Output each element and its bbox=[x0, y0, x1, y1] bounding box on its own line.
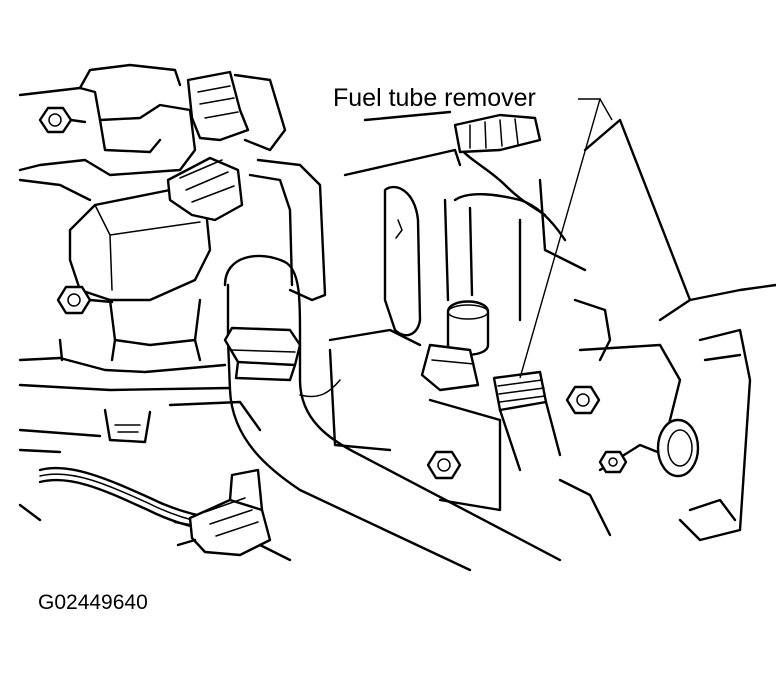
bolt-top-left bbox=[38, 106, 87, 134]
bolt-center bbox=[426, 450, 462, 480]
bracket-plate bbox=[383, 185, 422, 337]
right-engine-body bbox=[428, 118, 692, 537]
fuel-lines bbox=[443, 148, 567, 322]
bolt-left-mid bbox=[56, 285, 114, 315]
fuel-damper bbox=[420, 300, 490, 392]
center-duct bbox=[248, 110, 462, 452]
fuel-tube-remover-label: Fuel tube remover bbox=[333, 84, 536, 112]
wire-harness bbox=[38, 466, 217, 532]
callout-leader bbox=[519, 98, 613, 379]
right-round-port bbox=[656, 283, 776, 542]
figure-id: G02449640 bbox=[38, 591, 148, 614]
lower-connector bbox=[173, 468, 272, 557]
bolt-small-right bbox=[598, 450, 628, 474]
fuel-tube-remover-tool bbox=[492, 370, 562, 472]
bolt-right bbox=[565, 385, 601, 415]
ignition-coil bbox=[68, 156, 244, 362]
bottom-edge bbox=[18, 503, 292, 562]
hose-clamp bbox=[223, 326, 302, 382]
left-engine-body bbox=[18, 338, 262, 454]
top-connector bbox=[186, 70, 287, 152]
top-fuel-clip bbox=[453, 113, 542, 154]
large-coolant-hose bbox=[223, 254, 562, 572]
